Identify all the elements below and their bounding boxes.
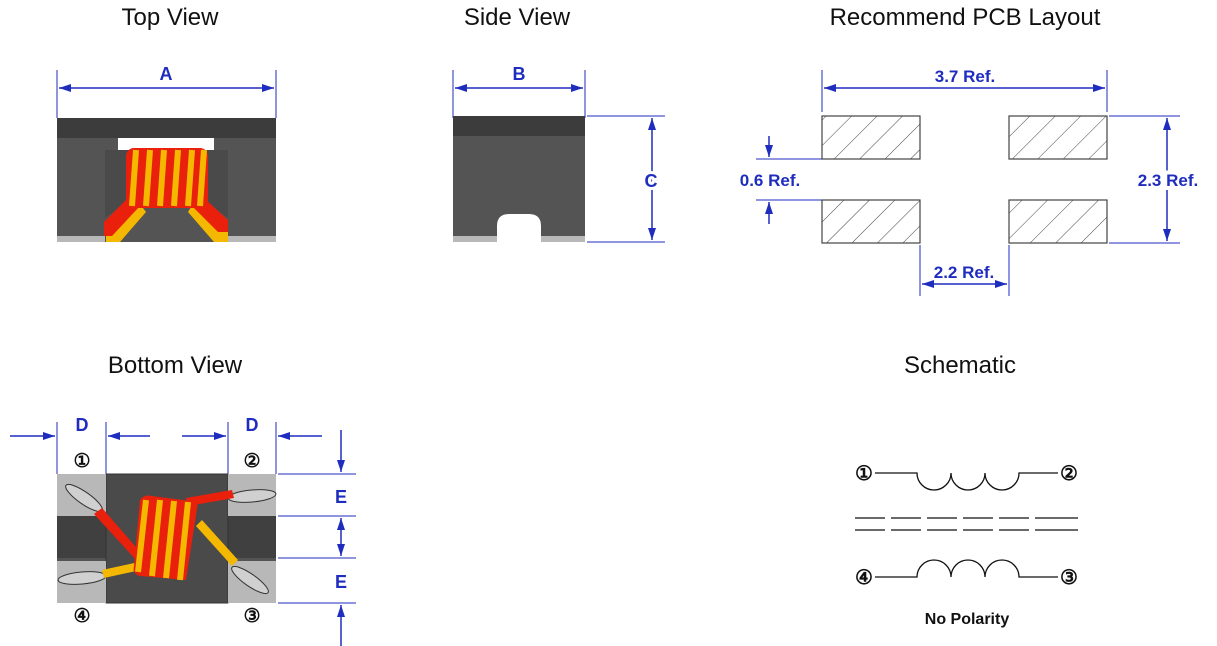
pcb-gap-label: 0.6 Ref.: [740, 171, 800, 190]
side-view-title: Side View: [463, 4, 571, 31]
pcb-height-label: 2.3 Ref.: [1138, 171, 1198, 190]
schematic-coil-bottom: [875, 559, 1058, 578]
dim-e-bottom-label: E: [335, 572, 347, 592]
top-view-title: Top View: [121, 4, 219, 31]
schematic-title: Schematic: [903, 352, 1017, 379]
bottom-pin-1: ①: [73, 451, 90, 472]
side-body-cap: [453, 116, 585, 136]
bottom-pin-4: ④: [73, 606, 90, 627]
side-body: [453, 136, 585, 242]
top-view: A: [56, 64, 277, 242]
bottom-view: D D ① ② ④ ③: [10, 415, 356, 646]
bottom-pin-3: ③: [243, 606, 260, 627]
pcb-pad-3: [1008, 199, 1108, 244]
pcb-pad-1: [821, 115, 921, 160]
schematic-pin-4: ④: [855, 567, 873, 589]
top-body-cap: [57, 118, 276, 138]
bottom-winding: [133, 495, 198, 581]
schematic-core: [855, 517, 1078, 531]
schematic-pin-3: ③: [1060, 567, 1078, 589]
pcb-pad-4: [821, 199, 921, 244]
top-terminal-left: [57, 236, 105, 242]
schematic-coil-top: [875, 472, 1058, 491]
schematic: ① ② ④ ③ No Polarity: [855, 463, 1078, 628]
pcb-spacing-label: 2.2 Ref.: [934, 263, 994, 282]
dim-e-top-label: E: [335, 487, 347, 507]
dim-d-left-label: D: [76, 415, 89, 435]
schematic-pin-2: ②: [1060, 463, 1078, 485]
schematic-pin-1: ①: [855, 463, 873, 485]
side-view: B C: [452, 64, 665, 243]
dim-c-label: C: [645, 171, 658, 191]
dim-a-label: A: [160, 64, 173, 84]
side-terminal-right: [541, 236, 585, 242]
bottom-view-title: Bottom View: [107, 352, 243, 379]
top-winding: [126, 148, 208, 208]
top-terminal-right: [228, 236, 276, 242]
bottom-pin-2: ②: [243, 451, 260, 472]
pcb-layout: 3.7 Ref. 0.6 Ref. 2.3 Ref. 2.2 Ref.: [740, 67, 1202, 296]
pcb-layout-title: Recommend PCB Layout: [829, 4, 1101, 31]
top-window: [118, 138, 214, 150]
pcb-width-label: 3.7 Ref.: [935, 67, 995, 86]
pcb-pad-2: [1008, 115, 1108, 160]
no-polarity-label: No Polarity: [925, 611, 1010, 628]
side-terminal-left: [453, 236, 497, 242]
dim-d-right-label: D: [246, 415, 259, 435]
dim-b-label: B: [513, 64, 526, 84]
